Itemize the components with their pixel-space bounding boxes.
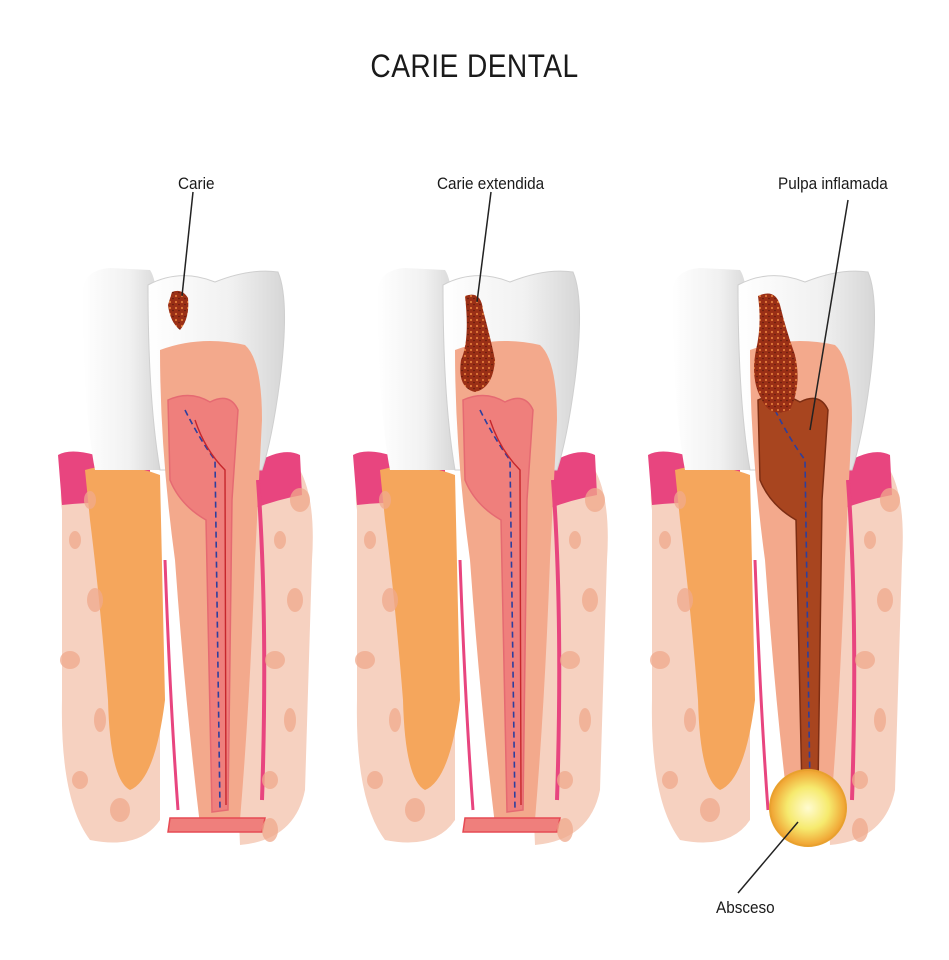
bone-pore	[405, 798, 425, 822]
bone-pore	[287, 588, 303, 612]
bone-pore	[262, 818, 278, 842]
bone-pore	[290, 488, 310, 512]
bone-pore	[389, 708, 401, 732]
bone-pore	[284, 708, 296, 732]
bone-pore	[700, 798, 720, 822]
bone-pore	[674, 491, 686, 509]
bone-pore	[94, 708, 106, 732]
bone-pore	[557, 771, 573, 789]
root-canal-base	[462, 817, 561, 833]
bone-pore	[60, 651, 80, 669]
bone-pore	[110, 798, 130, 822]
bone-pore	[582, 588, 598, 612]
bone-pore	[87, 588, 103, 612]
bone-pore	[72, 771, 88, 789]
bone-pore	[579, 708, 591, 732]
caries-spot	[168, 290, 189, 330]
back-crown	[81, 268, 162, 470]
pointer-line-caries	[181, 191, 194, 297]
bone-pore	[274, 531, 286, 549]
bone-pore	[852, 771, 868, 789]
bone-pore	[382, 588, 398, 612]
back-tooth	[380, 466, 460, 790]
bone-pore	[684, 708, 696, 732]
diagram-title: CARIE DENTAL	[370, 48, 579, 84]
label-inflamed-pulp: Pulpa inflamada	[778, 174, 888, 193]
deep-caries	[754, 293, 798, 413]
bone-pore	[569, 531, 581, 549]
bone-pore	[877, 588, 893, 612]
tooth-stage-2	[353, 191, 608, 845]
extended-caries	[460, 294, 495, 392]
bone-pore	[659, 531, 671, 549]
bone-pore	[677, 588, 693, 612]
pulp	[462, 394, 534, 813]
bone-pore	[855, 651, 875, 669]
root-canal-base	[167, 817, 266, 833]
bone-pore	[874, 708, 886, 732]
back-tooth	[85, 466, 165, 790]
pointer-line-inflamed-pulp	[809, 199, 849, 431]
label-extended-caries: Carie extendida	[437, 174, 545, 193]
bone-pore	[880, 488, 900, 512]
bone-pore	[650, 651, 670, 669]
bone-pore	[265, 651, 285, 669]
bone-pore	[262, 771, 278, 789]
back-crown	[376, 268, 457, 470]
bone-pore	[379, 491, 391, 509]
bone-pore	[364, 531, 376, 549]
pointer-line-abscess	[737, 821, 799, 894]
bone-pore	[367, 771, 383, 789]
tooth-stage-1	[58, 191, 313, 845]
bone-pore	[69, 531, 81, 549]
back-tooth	[675, 466, 755, 790]
bone-pore	[560, 651, 580, 669]
bone-pore	[864, 531, 876, 549]
pointer-line-extended-caries	[476, 191, 492, 303]
bone-pore	[662, 771, 678, 789]
bone-pore	[585, 488, 605, 512]
abscess	[769, 769, 847, 847]
label-caries: Carie	[178, 174, 215, 193]
bone-pore	[852, 818, 868, 842]
tooth-stage-3	[648, 199, 903, 894]
label-abscess: Absceso	[716, 898, 775, 917]
bone-pore	[355, 651, 375, 669]
back-crown	[671, 268, 752, 470]
bone-pore	[557, 818, 573, 842]
pulp	[167, 394, 239, 813]
bone-pore	[84, 491, 96, 509]
